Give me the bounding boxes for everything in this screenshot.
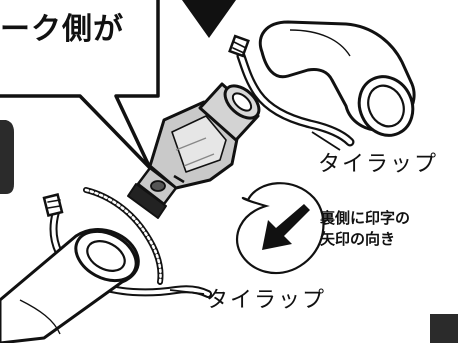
tie-wrap-label-bottom: タイラップ: [206, 288, 327, 313]
arrow-note-line-1: 裏側に印字の: [320, 209, 411, 227]
callout-headline: ーク側が: [0, 12, 124, 47]
dark-side-panel: [0, 120, 14, 194]
callout-bubble: [0, 0, 160, 170]
tie-wrap-label-top: タイラップ: [318, 152, 439, 177]
tie-wrap-upper: [228, 34, 355, 147]
valve-body: [127, 82, 261, 219]
dark-corner-block: [430, 314, 458, 343]
leader-line-bottom: [169, 289, 205, 295]
arrow-note-label: 裏側に印字の 矢印の向き: [320, 208, 410, 250]
arrow-down-left-icon: [262, 204, 310, 250]
lower-hose: [0, 228, 140, 343]
elbow-pipe: [258, 20, 416, 137]
leader-line-top: [311, 131, 341, 151]
pointer-triangle-icon: [182, 0, 236, 38]
arrow-note-line-2: 矢印の向き: [320, 230, 396, 248]
